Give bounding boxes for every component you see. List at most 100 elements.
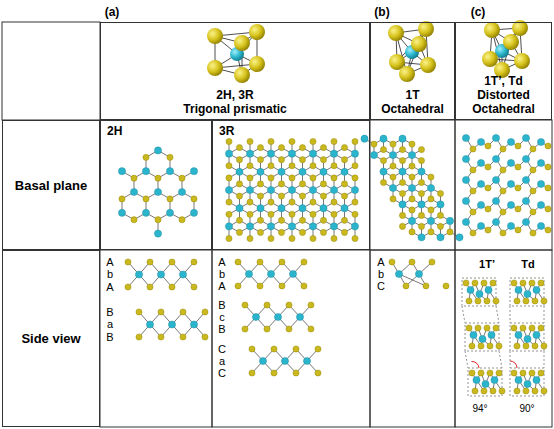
atom (470, 167, 476, 173)
atom (532, 298, 538, 304)
layer-label: B (218, 324, 225, 335)
atom (409, 163, 415, 169)
atom (514, 298, 520, 304)
stacking-guide (544, 351, 545, 368)
atom (308, 326, 314, 332)
atom (246, 186, 253, 193)
polyhedron-atom (249, 24, 265, 40)
atom (522, 176, 529, 183)
atom (467, 286, 474, 293)
table-cell: 1T’, TdDistorted Octahedral (455, 22, 552, 120)
atom (249, 346, 255, 352)
atom (484, 298, 490, 304)
cell-heading: Side view (21, 331, 80, 346)
atom (428, 196, 434, 202)
atom (485, 143, 491, 149)
atom (522, 155, 529, 162)
atom (370, 151, 377, 158)
atom (268, 138, 274, 144)
atom (462, 197, 469, 204)
atom (166, 168, 173, 175)
atom (320, 168, 327, 175)
atom (470, 188, 476, 194)
atom (545, 143, 551, 149)
polyhedron-atom (388, 25, 404, 41)
layer-label: C (218, 368, 226, 379)
atom (252, 313, 259, 320)
atom (515, 331, 522, 338)
atom (299, 168, 306, 175)
unit-cell-outline (510, 323, 544, 351)
stacking-guide (496, 306, 499, 323)
atom (515, 206, 521, 212)
atom (491, 376, 498, 383)
atom (487, 343, 493, 349)
atom (147, 284, 153, 290)
atom (485, 227, 491, 233)
atom (418, 179, 424, 185)
atom (479, 335, 486, 342)
table-cell: 1TOctahedral (370, 22, 455, 120)
atom (399, 223, 405, 229)
atom (158, 334, 164, 340)
atom (496, 343, 502, 349)
atom (418, 147, 424, 153)
atom (390, 174, 396, 180)
atom (296, 313, 303, 320)
atom (179, 271, 186, 278)
angle-arc (472, 361, 480, 368)
atom (533, 286, 540, 293)
atom (403, 283, 409, 289)
atom (428, 207, 434, 213)
atom (268, 235, 274, 241)
layer-label: 90° (519, 404, 534, 414)
atom (507, 138, 514, 145)
atom (515, 286, 522, 293)
atom (135, 271, 142, 278)
atom (469, 343, 475, 349)
atom (399, 135, 406, 142)
cell-heading: 1T’, Td (484, 74, 523, 88)
atom (545, 185, 551, 191)
atom (286, 302, 292, 308)
atom (462, 155, 469, 162)
atom (530, 230, 536, 236)
atom (167, 196, 173, 202)
layer-label: 94° (472, 404, 487, 414)
atom (268, 211, 274, 217)
atom (446, 217, 453, 224)
atom (235, 283, 241, 289)
cell-heading: 2H, 3R (216, 88, 253, 102)
atom (380, 179, 386, 185)
layer-label: c (219, 312, 225, 323)
atom (143, 196, 149, 202)
atom (142, 209, 149, 216)
stacking-guide (465, 351, 468, 368)
atom (226, 175, 232, 181)
atom (320, 193, 326, 199)
atom (257, 144, 263, 150)
atom (154, 188, 161, 195)
layer-label: (a) (105, 6, 120, 18)
layer-label: b (107, 269, 113, 280)
atom (463, 280, 469, 286)
polyhedron-atom (482, 51, 498, 67)
layer-label: A (106, 282, 113, 293)
atom (511, 325, 517, 331)
atom (485, 185, 491, 191)
atom (466, 298, 472, 304)
layer-label: (b) (374, 6, 389, 18)
atom (524, 290, 531, 297)
atom (493, 298, 499, 304)
atom (380, 147, 386, 153)
atom (408, 184, 415, 191)
atom (524, 335, 531, 342)
atom (490, 388, 496, 394)
atom (330, 150, 337, 157)
atom (443, 283, 449, 289)
atom (264, 302, 270, 308)
atom (236, 205, 243, 212)
atom (242, 326, 248, 332)
atom (532, 343, 538, 349)
atom (541, 298, 547, 304)
